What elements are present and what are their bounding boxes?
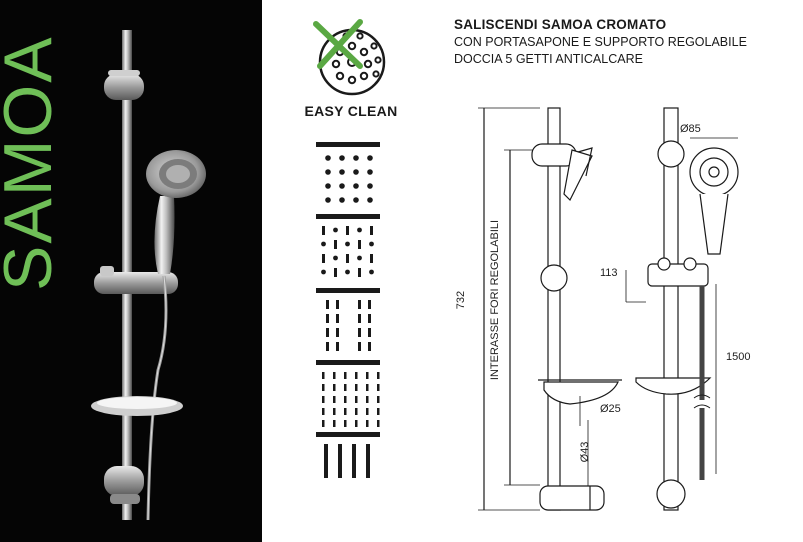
spray-modes-column [316, 142, 380, 478]
spray-mode-mixed-icon [316, 214, 380, 277]
dim-bracket-diameter: Ø43 [579, 442, 591, 463]
product-photo [91, 30, 206, 521]
product-subtitle-2: DOCCIA 5 GETTI ANTICALCARE [454, 52, 643, 66]
bottom-bracket [104, 466, 144, 496]
spray-mode-fine-dashes-icon [316, 360, 380, 427]
product-subtitle-1: CON PORTASAPONE E SUPPORTO REGOLABILE [454, 35, 747, 49]
dim-interaxis-label: INTERASSE FORI REGOLABILI [489, 220, 501, 380]
easy-clean-shower-face-icon [313, 19, 386, 96]
slider [94, 272, 178, 294]
top-bracket [104, 74, 144, 100]
dim-head-diameter: Ø85 [680, 123, 701, 135]
dim-hose-length: 1500 [726, 351, 750, 363]
side-view-bar [663, 107, 679, 511]
side-view-head [689, 147, 739, 197]
dim-bar-diameter: Ø25 [600, 403, 621, 415]
product-photo-panel: SAMOA [0, 0, 262, 542]
spray-mode-dots-icon [316, 142, 380, 203]
spray-mode-jet-lines-icon [316, 432, 380, 478]
front-view-soap-dish [543, 381, 619, 405]
product-title-block: SALISCENDI SAMOA CROMATO CON PORTASAPONE… [454, 16, 794, 68]
handset-handle [154, 196, 175, 274]
spray-mode-twin-dashes-icon [316, 288, 380, 351]
product-title: SALISCENDI SAMOA CROMATO [454, 17, 667, 32]
dim-slider-offset: 113 [600, 267, 618, 279]
dim-total-height: 732 [455, 291, 467, 309]
front-view-bar [547, 107, 561, 511]
easy-clean-label: EASY CLEAN [304, 103, 398, 119]
technical-drawing: 732 INTERASSE FORI REGOLABILI Ø85 113 15… [455, 107, 750, 511]
